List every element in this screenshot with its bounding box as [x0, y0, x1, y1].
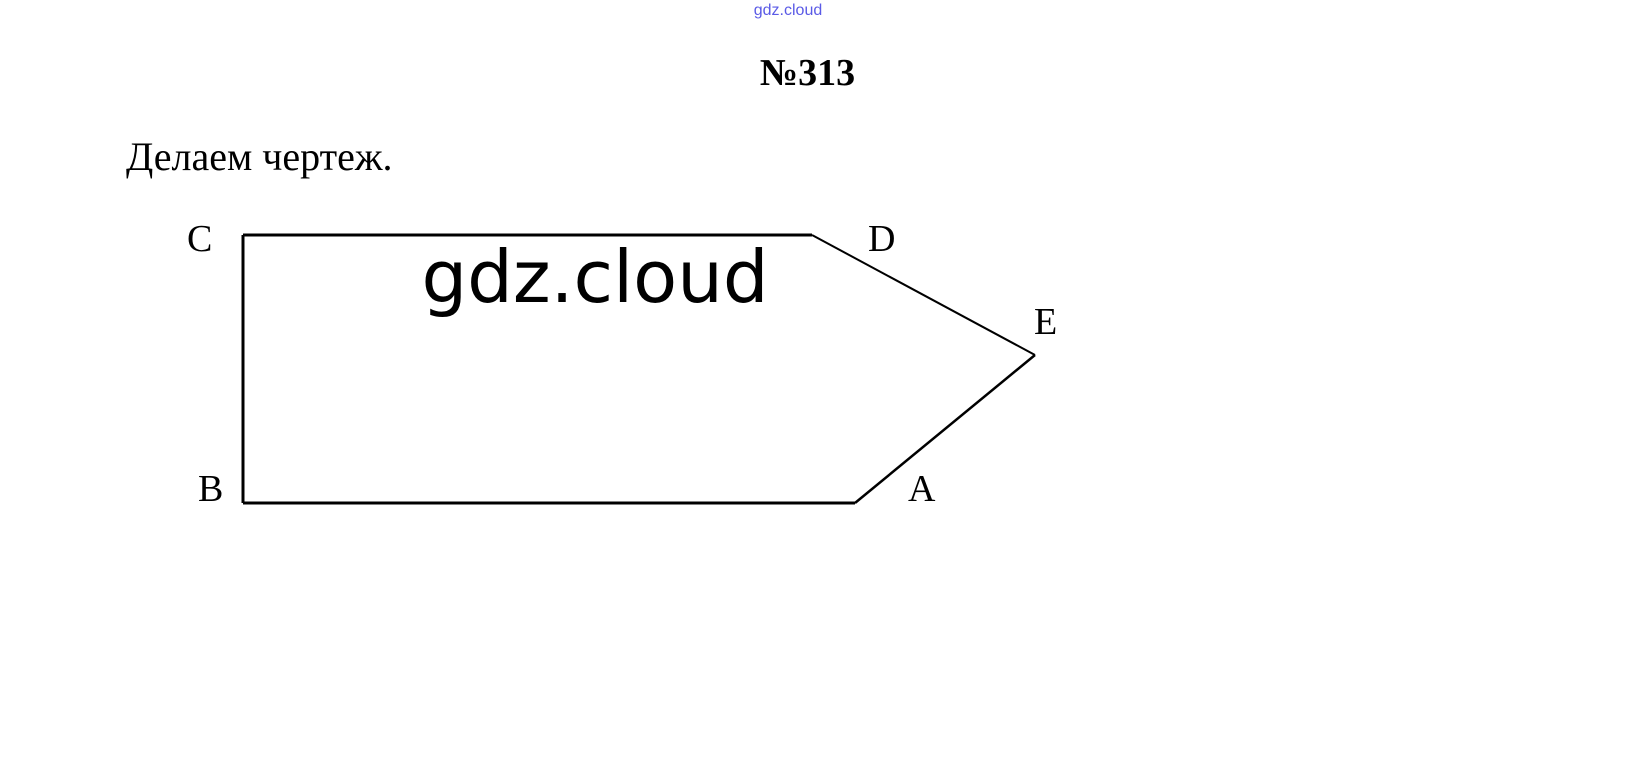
- site-watermark: gdz.cloud: [753, 2, 823, 19]
- vertex-label-e: E: [1034, 301, 1057, 343]
- side-ea: [854, 354, 1036, 504]
- problem-number: №313: [759, 52, 856, 94]
- center-watermark: gdz.cloud: [421, 235, 768, 319]
- side-de: [811, 234, 1036, 356]
- vertex-label-a: A: [908, 468, 936, 510]
- vertex-label-c: C: [187, 218, 212, 260]
- vertex-label-d: D: [868, 218, 895, 260]
- instruction-text: Делаем чертеж.: [126, 134, 393, 179]
- vertex-label-b: B: [198, 468, 223, 510]
